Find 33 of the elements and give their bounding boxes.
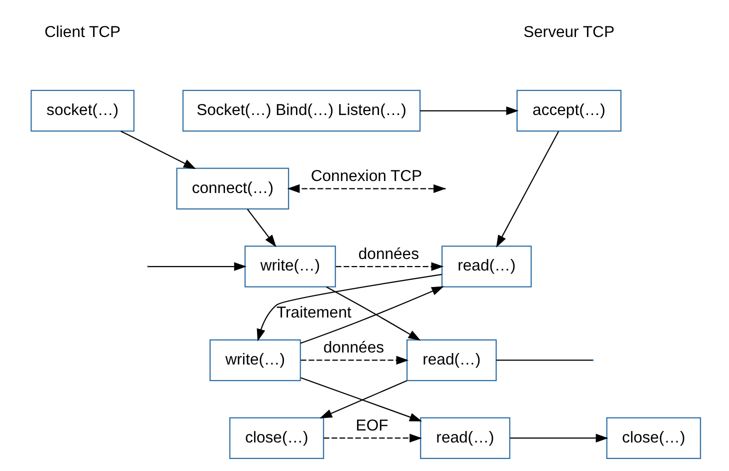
node-box: write(…)	[244, 246, 336, 288]
arrow	[496, 131, 559, 248]
arrow	[300, 356, 408, 365]
edge-label: données	[322, 340, 384, 357]
arrow	[300, 377, 422, 422]
arrow	[319, 380, 407, 418]
arrow	[148, 262, 246, 271]
node-box: read(…)	[440, 246, 532, 288]
edge-label: données	[358, 246, 419, 263]
node-box: Socket(…) Bind(…) Listen(…)	[182, 90, 420, 132]
node-box: socket(…)	[30, 90, 134, 132]
edge-label: EOF	[355, 417, 388, 434]
node-box: close(…)	[606, 417, 701, 459]
arrow	[420, 106, 518, 116]
arrow	[326, 286, 420, 341]
node-box: write(…)	[209, 339, 300, 382]
connector	[496, 360, 592, 361]
edge-label: Traitement	[276, 304, 351, 322]
label: Client TCP	[44, 24, 120, 42]
arrow	[246, 208, 276, 248]
arrow	[120, 130, 196, 170]
label: Serveur TCP	[522, 24, 614, 42]
arrow	[335, 262, 444, 271]
arrow	[256, 274, 442, 342]
arrow	[323, 434, 422, 442]
arrow	[300, 286, 444, 344]
node-box: connect(…)	[176, 168, 289, 210]
node-box: accept(…)	[516, 90, 621, 132]
node-box: read(…)	[406, 339, 496, 382]
arrow	[510, 434, 608, 442]
edge-label: Connexion TCP	[310, 168, 422, 185]
node-box: read(…)	[420, 417, 510, 459]
node-box: close(…)	[228, 417, 324, 459]
